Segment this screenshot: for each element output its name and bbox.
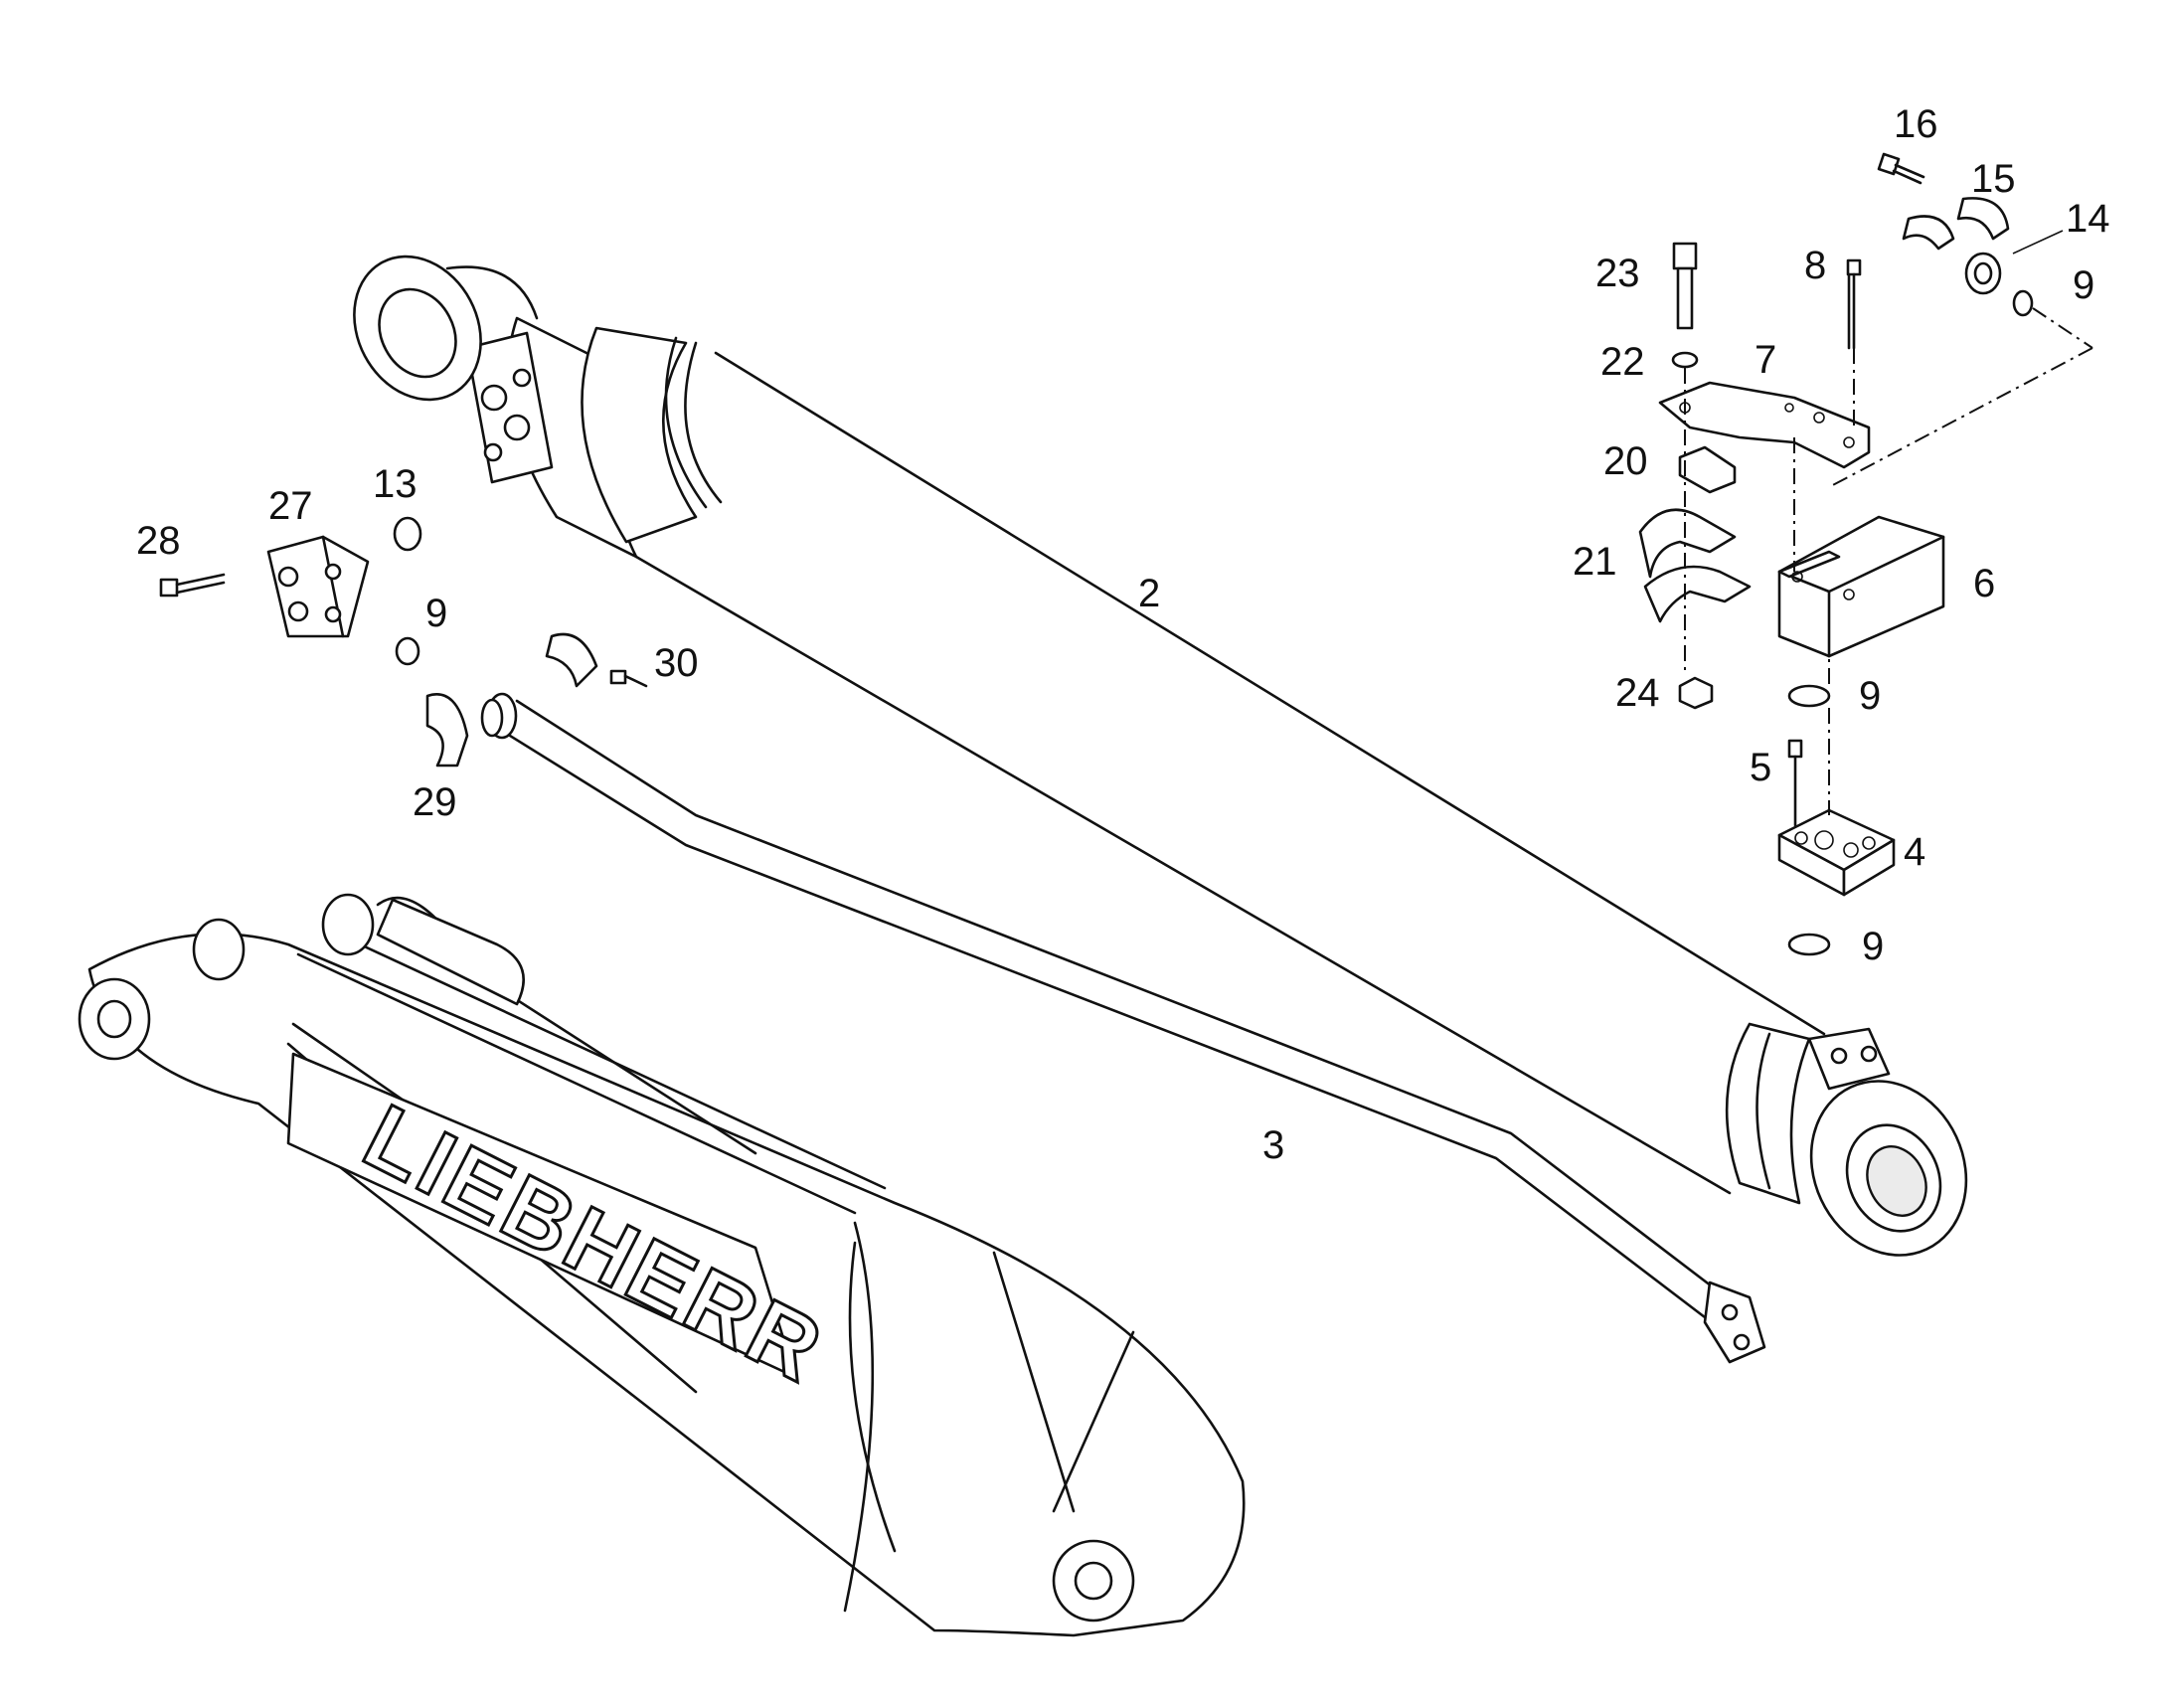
callout-21: 21: [1573, 540, 1617, 584]
o-ring-part-13[interactable]: [393, 516, 422, 552]
bracket-part-7[interactable]: [1658, 381, 1871, 469]
callout-24: 24: [1615, 671, 1660, 715]
clamp-half-part-29[interactable]: [425, 693, 469, 768]
bolt-part-8[interactable]: [1846, 258, 1862, 350]
excavator-boom[interactable]: LIEBHERR: [78, 893, 1246, 1637]
nut-part-24[interactable]: [1678, 676, 1714, 710]
callout-15: 15: [1971, 157, 2016, 201]
callout-5: 5: [1750, 746, 1771, 789]
callout-8: 8: [1804, 244, 1826, 287]
callout-labels: 2 3 4 5 6 7 8 9 9 9 9 13 14 15 16 20 21 …: [136, 102, 2110, 1167]
bolt-part-5[interactable]: [1787, 739, 1803, 827]
callout-9-top: 9: [2073, 263, 2094, 307]
bolt-part-28[interactable]: [159, 573, 226, 598]
callout-3: 3: [1262, 1123, 1284, 1167]
callout-9-left: 9: [425, 592, 447, 635]
callout-14: 14: [2066, 197, 2110, 241]
callout-16: 16: [1894, 102, 1938, 146]
clamp-and-bolt-part-30[interactable]: [545, 632, 648, 688]
assembly-lines: [1684, 307, 2093, 815]
bolt-part-23[interactable]: [1672, 242, 1698, 330]
flange-block-part-27[interactable]: [266, 535, 370, 638]
callout-4: 4: [1904, 830, 1925, 874]
clamp-part-21[interactable]: [1638, 508, 1752, 623]
callout-13: 13: [373, 462, 418, 506]
valve-block-part-6[interactable]: [1777, 515, 1945, 658]
callout-7: 7: [1755, 338, 1776, 382]
washer-part-22[interactable]: [1671, 351, 1699, 369]
leader-lines: [2012, 230, 2064, 255]
callout-23: 23: [1595, 252, 1640, 295]
callout-9-mid: 9: [1859, 674, 1881, 718]
callout-20: 20: [1603, 439, 1648, 483]
clamp-half-part-15[interactable]: [1902, 197, 2010, 251]
callout-2: 2: [1138, 572, 1160, 615]
hydraulic-pipe-part-3[interactable]: [480, 692, 1766, 1364]
callout-22: 22: [1600, 340, 1645, 384]
seal-ring-part-9[interactable]: [395, 289, 2034, 956]
bolt-part-16[interactable]: [1877, 152, 1925, 185]
callout-9-bottom: 9: [1862, 925, 1884, 968]
spacer-part-20[interactable]: [1678, 445, 1737, 494]
callout-30: 30: [654, 641, 699, 685]
callout-27: 27: [268, 484, 313, 528]
callout-6: 6: [1973, 562, 1995, 605]
seal-part-14[interactable]: [1964, 252, 2002, 295]
callout-28: 28: [136, 519, 181, 563]
flange-block-part-4[interactable]: [1777, 808, 1896, 897]
hydraulic-cylinder-part-2[interactable]: [330, 235, 1994, 1281]
callout-29: 29: [413, 780, 457, 824]
